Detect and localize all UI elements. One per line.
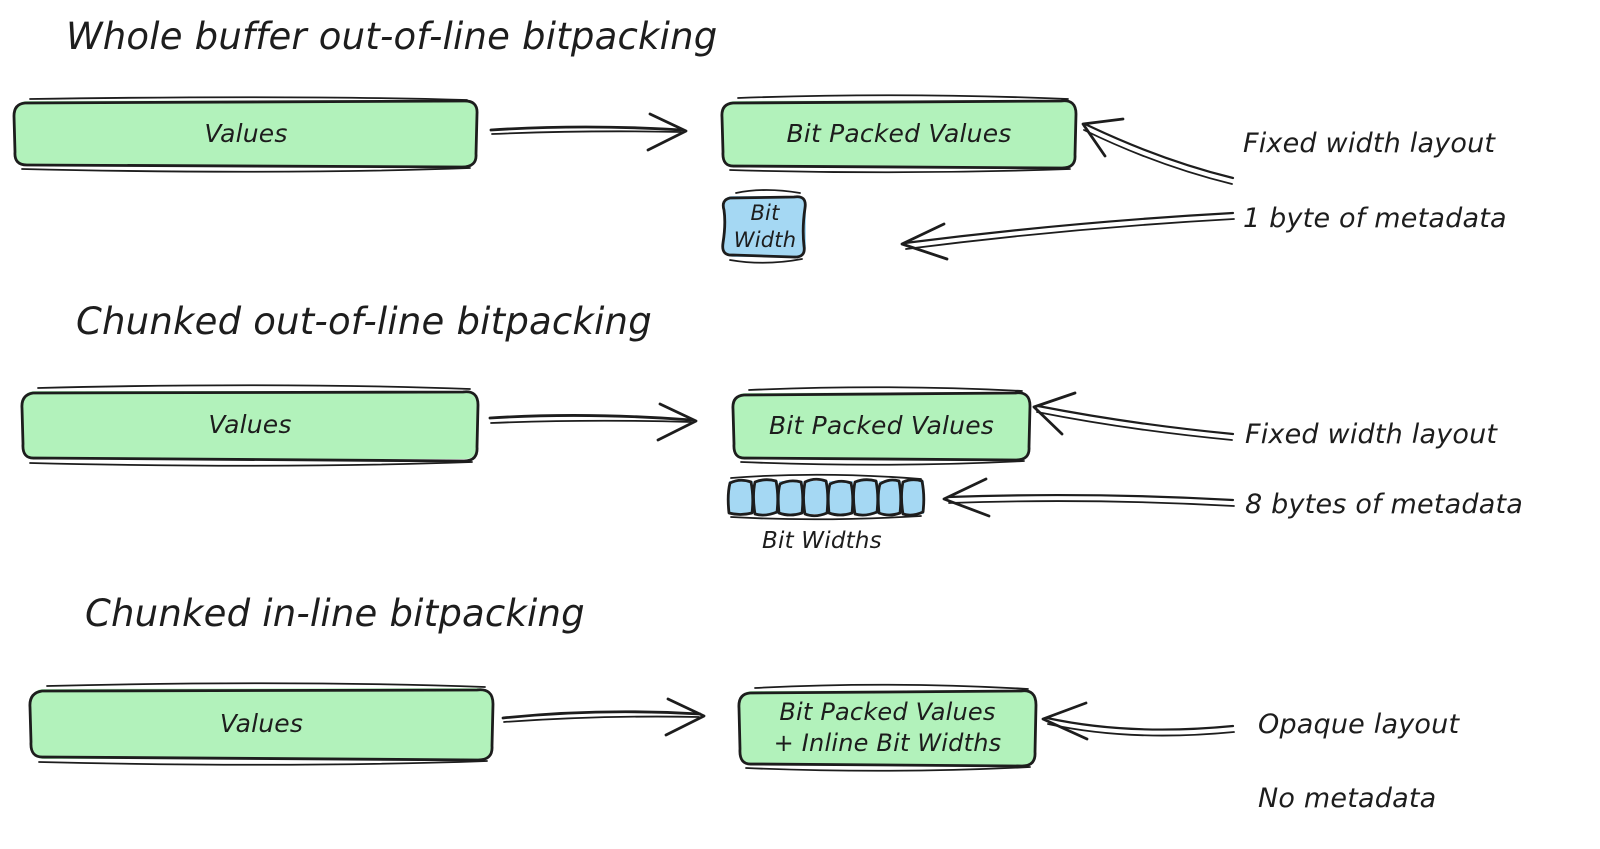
section-heading-chunked-out-of-line: Chunked out-of-line bitpacking [76, 300, 652, 343]
section-heading-whole-buffer: Whole buffer out-of-line bitpacking [66, 15, 718, 58]
bit-packed-values-inline-box[interactable] [740, 690, 1035, 765]
annotation-opaque-layout: Opaque layout [1258, 709, 1460, 740]
leader-fixed-width-1 [1081, 117, 1235, 185]
leader-fixed-width-2 [1032, 391, 1235, 441]
annotation-fixed-width-layout-1: Fixed width layout [1243, 128, 1496, 159]
bit-packed-values-box-2[interactable] [734, 392, 1029, 459]
annotation-eight-bytes-of-metadata: 8 bytes of metadata [1245, 489, 1523, 520]
values-box-3[interactable] [31, 688, 492, 759]
bit-width-box-1[interactable] [724, 196, 806, 258]
leader-one-byte-metadata [900, 211, 1235, 261]
annotation-fixed-width-layout-2: Fixed width layout [1245, 419, 1498, 450]
bit-widths-chunks-2[interactable] [726, 476, 926, 520]
values-box-2[interactable] [23, 391, 477, 459]
arrow-values-to-packed-1 [489, 112, 688, 152]
section-heading-chunked-in-line: Chunked in-line bitpacking [85, 592, 585, 635]
annotation-no-metadata: No metadata [1258, 783, 1437, 814]
arrow-values-to-packed-3 [501, 697, 706, 737]
leader-opaque-layout [1041, 701, 1235, 741]
caption-bit-widths: Bit Widths [762, 528, 882, 554]
leader-eight-bytes-metadata [942, 477, 1235, 518]
arrow-values-to-packed-2 [488, 402, 698, 442]
annotation-one-byte-of-metadata: 1 byte of metadata [1243, 203, 1507, 234]
values-box-1[interactable] [15, 100, 477, 167]
bit-packed-values-box-1[interactable] [723, 100, 1075, 168]
